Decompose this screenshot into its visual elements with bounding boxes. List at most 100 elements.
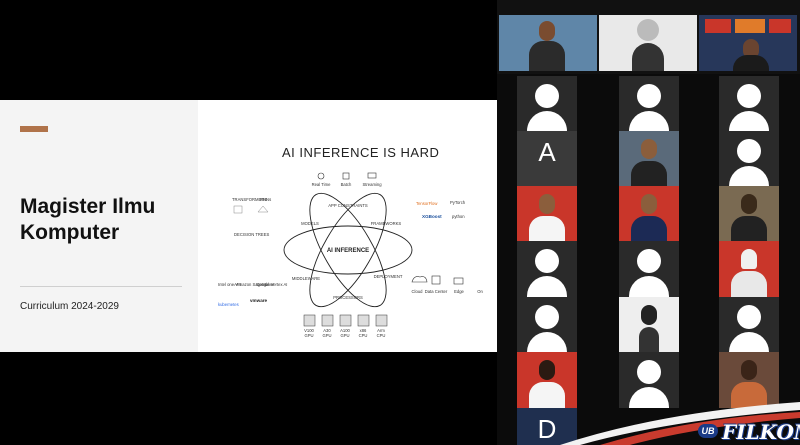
person-head bbox=[539, 360, 555, 380]
avatar-icon bbox=[535, 305, 559, 329]
participant-tile[interactable] bbox=[517, 76, 577, 132]
participant-tile[interactable] bbox=[619, 76, 679, 132]
participant-tile-video[interactable] bbox=[517, 186, 577, 242]
person-head bbox=[743, 39, 759, 59]
participant-tile[interactable] bbox=[719, 131, 779, 187]
participant-grid: A D bbox=[497, 0, 800, 445]
middleware-sagemaker: Amazon SageMaker bbox=[236, 282, 275, 287]
framework-xgboost: XGBoost bbox=[422, 214, 442, 219]
laptop-icon bbox=[367, 172, 377, 179]
avatar-body-icon bbox=[527, 276, 567, 297]
slide-thumb-block bbox=[769, 19, 791, 33]
avatar-icon bbox=[637, 249, 661, 273]
participant-initial: D bbox=[537, 414, 557, 444]
participant-tile-video[interactable] bbox=[619, 131, 679, 187]
constraint-realtime: Real Time bbox=[312, 182, 332, 187]
processor-type: CPU bbox=[377, 333, 386, 338]
transformer-icon bbox=[233, 205, 243, 214]
processor-type: CPU bbox=[359, 333, 368, 338]
processor-name: x86 bbox=[360, 328, 367, 333]
pinned-tile-speaker[interactable] bbox=[499, 15, 597, 71]
participant-tile-video[interactable] bbox=[719, 352, 779, 408]
pinned-tile-avatar[interactable] bbox=[599, 15, 697, 71]
person-body bbox=[731, 271, 767, 297]
participant-tile[interactable] bbox=[619, 241, 679, 297]
processor-name: A100 bbox=[340, 328, 350, 333]
shared-slide: Magister Ilmu Komputer Curriculum 2024-2… bbox=[0, 100, 497, 352]
constraint-batch: Batch bbox=[341, 182, 352, 187]
participant-tile-video[interactable] bbox=[517, 352, 577, 408]
avatar-icon bbox=[535, 84, 559, 108]
orbit-diagonal-1 bbox=[309, 192, 387, 308]
person-body bbox=[529, 216, 565, 242]
person-body bbox=[529, 41, 565, 71]
person-body bbox=[731, 382, 767, 408]
person-head bbox=[641, 139, 657, 159]
deploy-edge: Edge bbox=[454, 289, 464, 294]
slide-subtitle: Curriculum 2024-2029 bbox=[20, 301, 119, 312]
accent-bar bbox=[20, 126, 48, 132]
orbit-diagonal-2 bbox=[309, 192, 387, 308]
processors-label: PROCESSORS bbox=[333, 295, 363, 300]
person-body bbox=[731, 216, 767, 242]
clock-icon bbox=[317, 172, 325, 180]
cloud-icon bbox=[411, 276, 428, 283]
person-body bbox=[733, 55, 769, 71]
avatar-icon bbox=[637, 84, 661, 108]
pinned-tile-screen[interactable] bbox=[699, 15, 797, 71]
participant-tile-video[interactable] bbox=[719, 186, 779, 242]
person-body bbox=[631, 161, 667, 187]
participant-tile[interactable] bbox=[517, 241, 577, 297]
deploy-cloud: Cloud bbox=[412, 289, 424, 294]
processor-name: V100 bbox=[304, 328, 314, 333]
participant-tile-video[interactable] bbox=[619, 186, 679, 242]
chip-icon-a100 bbox=[339, 314, 352, 327]
chip-icon-a30 bbox=[321, 314, 334, 327]
middleware-vertex: Google Vertex AI bbox=[256, 282, 287, 287]
participant-tile-initial[interactable]: A bbox=[517, 131, 577, 187]
batch-icon bbox=[342, 172, 350, 180]
participant-tile[interactable] bbox=[719, 76, 779, 132]
slide-left-panel: Magister Ilmu Komputer Curriculum 2024-2… bbox=[0, 100, 198, 352]
model-decision-trees: DECISION TREES bbox=[234, 232, 269, 237]
participant-initial: A bbox=[538, 137, 556, 167]
participant-tile[interactable] bbox=[619, 352, 679, 408]
participant-tile-initial[interactable]: D bbox=[517, 408, 577, 445]
processor-name: Arm bbox=[377, 328, 385, 333]
avatar-body-icon bbox=[729, 332, 769, 353]
avatar-icon bbox=[737, 84, 761, 108]
framework-python: python bbox=[452, 214, 465, 219]
chip-icon-v100 bbox=[303, 314, 316, 327]
edge-icon bbox=[453, 277, 464, 285]
person-head bbox=[539, 194, 555, 214]
person-head bbox=[741, 249, 757, 269]
chip-icon-x86 bbox=[357, 314, 370, 327]
framework-tensorflow: TensorFlow bbox=[416, 201, 438, 206]
model-rnns: RNNs bbox=[260, 197, 271, 202]
participant-tile[interactable] bbox=[517, 297, 577, 353]
avatar-body-icon bbox=[729, 111, 769, 132]
deploy-datacenter: Data Center bbox=[425, 289, 448, 294]
rnn-icon bbox=[257, 205, 269, 213]
constraint-streaming: Streaming bbox=[362, 182, 382, 187]
pinned-video-strip bbox=[497, 0, 800, 74]
middleware-kubernetes: kubernetes bbox=[218, 302, 239, 307]
participant-tile-video[interactable] bbox=[619, 297, 679, 353]
person-head bbox=[539, 21, 555, 41]
participant-tile[interactable] bbox=[719, 297, 779, 353]
middleware-vmware: vmware bbox=[250, 298, 268, 303]
participant-tile-video[interactable] bbox=[719, 241, 779, 297]
processor-type: GPU bbox=[340, 333, 349, 338]
processor-type: GPU bbox=[304, 333, 313, 338]
center-label: AI INFERENCE bbox=[327, 248, 369, 254]
avatar-body-icon bbox=[527, 332, 567, 353]
middleware-oneapi: Intel oneAPI bbox=[218, 282, 241, 287]
middleware-label: MIDDLEWARE bbox=[292, 276, 320, 281]
avatar-body-icon bbox=[527, 111, 567, 132]
slide-title: Magister Ilmu Komputer bbox=[20, 195, 156, 244]
avatar-icon bbox=[637, 360, 661, 384]
person-body bbox=[639, 327, 659, 353]
avatar-icon bbox=[737, 139, 761, 163]
ub-logo: UB bbox=[698, 424, 718, 438]
deployment-label: DEPLOYMENT bbox=[374, 274, 403, 279]
